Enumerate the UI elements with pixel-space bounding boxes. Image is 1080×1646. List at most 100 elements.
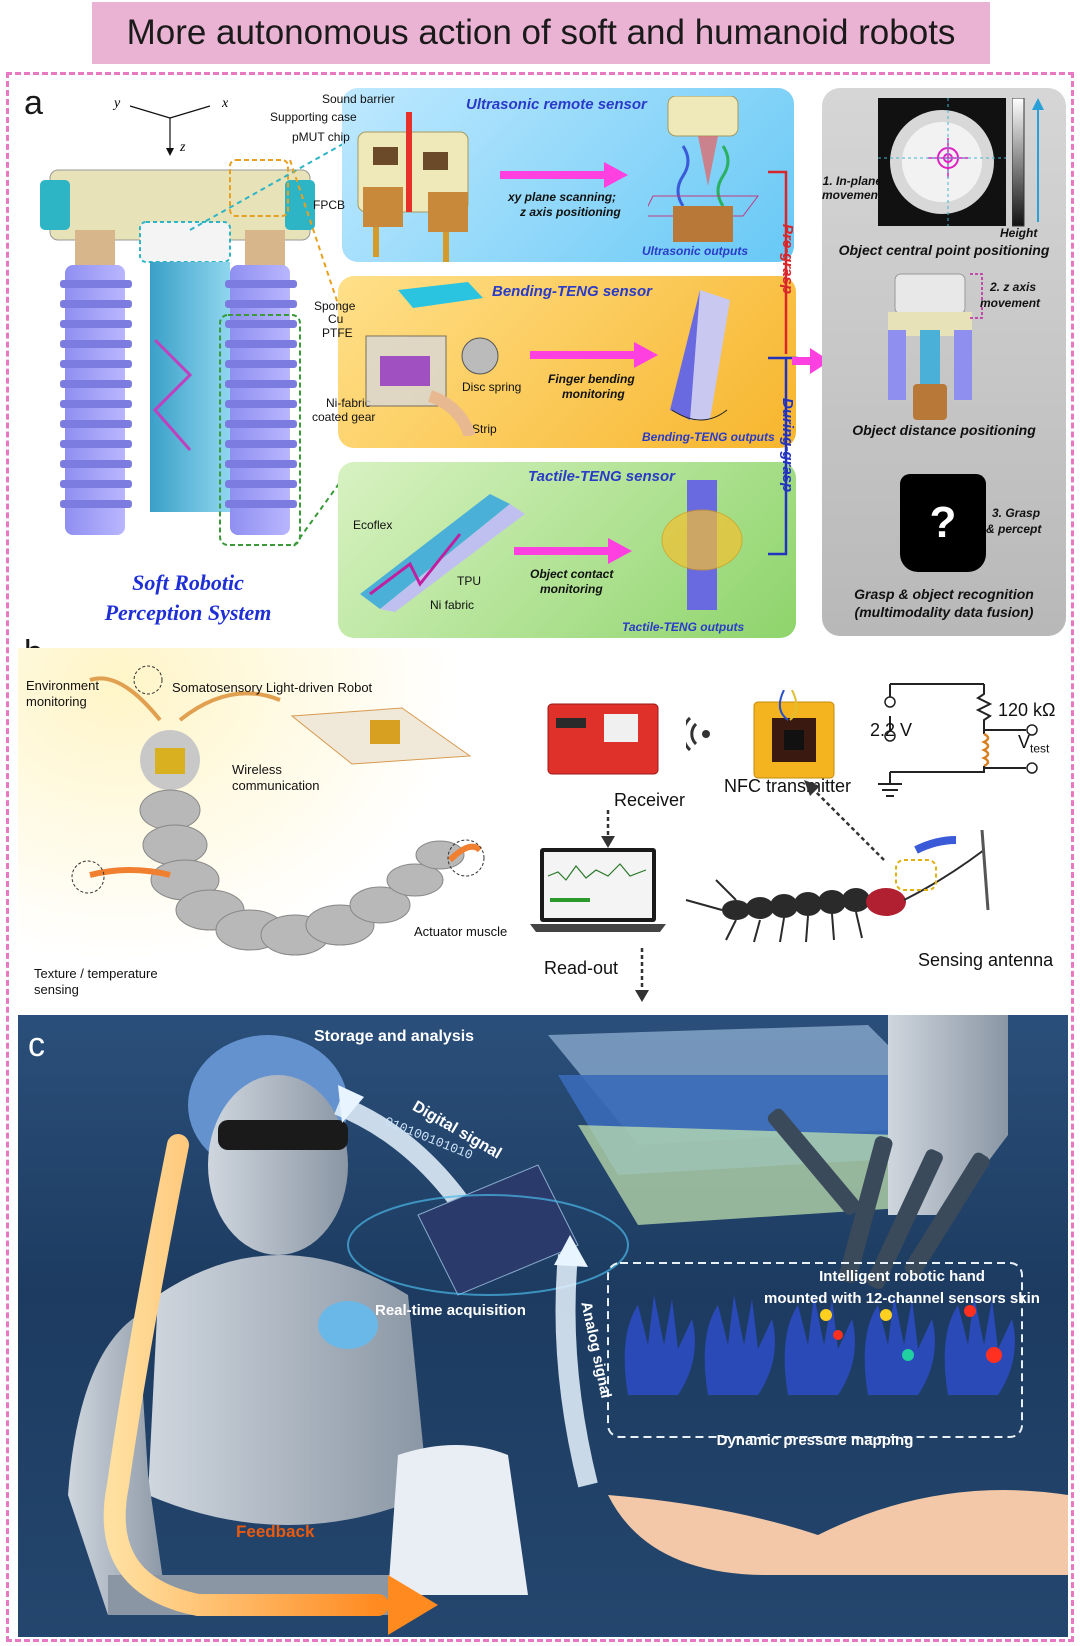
ultrasonic-outputs-label: Ultrasonic outputs bbox=[642, 244, 749, 258]
figure-title-banner: More autonomous action of soft and human… bbox=[92, 2, 990, 64]
ultrasonic-process-line1: xy plane scanning; bbox=[508, 190, 617, 204]
somatosensory-label: Somatosensory Light-driven Robot bbox=[172, 680, 373, 695]
bending-process-line2: monitoring bbox=[562, 387, 625, 401]
label-supporting-case: Supporting case bbox=[270, 110, 357, 124]
centipede-robot-illustration bbox=[71, 665, 485, 956]
step2-line2: movement bbox=[980, 296, 1041, 310]
label-strip: Strip bbox=[472, 422, 497, 436]
label-coated-gear: coated gear bbox=[312, 410, 376, 424]
readout-down-arrow bbox=[635, 948, 649, 1002]
question-mark: ? bbox=[929, 498, 957, 547]
during-grasp-label: During-grasp bbox=[779, 398, 796, 493]
tactile-title: Tactile-TENG sensor bbox=[528, 468, 675, 485]
storage-analysis-label: Storage and analysis bbox=[314, 1028, 475, 1045]
env-monitoring-line1: Environment bbox=[26, 678, 99, 693]
bending-finger-illustration bbox=[670, 290, 730, 421]
sponge-layer-illustration bbox=[398, 282, 483, 308]
callout-lines bbox=[189, 139, 351, 310]
label-sound-barrier: Sound barrier bbox=[322, 92, 395, 106]
resistor-label: 120 kΩ bbox=[998, 700, 1056, 720]
to-recognition-arrow bbox=[792, 348, 830, 374]
tactile-outputs-label: Tactile-TENG outputs bbox=[622, 620, 745, 634]
circuit-diagram bbox=[878, 683, 1038, 797]
caption-recognition-line1: Grasp & object recognition bbox=[854, 586, 1034, 602]
height-label: Height bbox=[1000, 226, 1038, 240]
tactile-callout-line bbox=[293, 473, 347, 547]
bending-process-line1: Finger bending bbox=[548, 372, 635, 386]
ultrasonic-process-arrow bbox=[500, 162, 628, 188]
axis-z-label: z bbox=[180, 140, 186, 155]
caption-central-point: Object central point positioning bbox=[838, 242, 1050, 258]
receiver-down-arrow bbox=[601, 810, 615, 848]
step3-line2: & percept bbox=[986, 522, 1042, 536]
laptop-readout-illustration bbox=[530, 848, 666, 932]
step2-line1: 2. z axis bbox=[990, 280, 1037, 294]
ultrasonic-title: Ultrasonic remote sensor bbox=[466, 96, 647, 113]
receiver-label: Receiver bbox=[614, 790, 686, 810]
pressure-mapping-label: Dynamic pressure mapping bbox=[716, 1432, 914, 1449]
vtest-main: V bbox=[1018, 732, 1031, 752]
tactile-process-line1: Object contact bbox=[530, 567, 614, 581]
robotic-hand-line1: Intelligent robotic hand bbox=[819, 1268, 985, 1285]
axis-x-label: x bbox=[222, 96, 229, 111]
axis-y-label: y bbox=[114, 96, 121, 111]
readout-label: Read-out bbox=[544, 958, 619, 978]
bending-title: Bending-TENG sensor bbox=[492, 283, 653, 300]
height-scale-bar bbox=[1012, 98, 1044, 227]
texture-line2: sensing bbox=[34, 982, 79, 997]
figure-title: More autonomous action of soft and human… bbox=[126, 13, 956, 52]
height-map-image bbox=[878, 98, 1006, 226]
sensing-antenna-label: Sensing antenna bbox=[918, 950, 1054, 970]
bending-process-arrow bbox=[530, 342, 658, 368]
transmitter-diag-arrow bbox=[804, 780, 885, 861]
step1-line2: movement bbox=[821, 188, 882, 202]
coordinate-axes bbox=[129, 105, 211, 156]
gripper-z-movement-illustration bbox=[888, 273, 972, 420]
label-cu: Cu bbox=[328, 312, 344, 326]
tactile-process-arrow bbox=[514, 538, 632, 564]
caption-distance: Object distance positioning bbox=[852, 422, 1036, 438]
label-pmut-chip: pMUT chip bbox=[292, 130, 350, 144]
label-ni-fabric-tactile: Ni fabric bbox=[430, 598, 475, 612]
feedback-label: Feedback bbox=[236, 1522, 315, 1541]
step1-line1: 1. In-plane bbox=[822, 174, 882, 188]
ultrasonic-process-line2: z axis positioning bbox=[520, 205, 621, 219]
actuator-muscle-label: Actuator muscle bbox=[414, 924, 508, 939]
soft-robot-gripper-illustration bbox=[40, 159, 315, 546]
receiver-board-illustration bbox=[547, 703, 659, 775]
ultrasonic-scanning-illustration bbox=[648, 96, 759, 242]
tactile-grasp-illustration bbox=[661, 480, 743, 610]
bending-device-illustration bbox=[365, 335, 499, 436]
tactile-process-line2: monitoring bbox=[540, 582, 603, 596]
robot-centipede-photo bbox=[685, 830, 990, 943]
label-ni-fabric: Ni-fabric bbox=[326, 396, 371, 410]
label-fpcb: FPCB bbox=[313, 198, 346, 212]
wireless-line1: Wireless bbox=[232, 762, 282, 777]
z-axis-bracket bbox=[970, 273, 983, 319]
bending-outputs-label: Bending-TENG outputs bbox=[642, 430, 775, 444]
centipede-robot-scene bbox=[18, 648, 518, 1008]
unknown-object-icon: ? bbox=[900, 474, 986, 572]
texture-line1: Texture / temperature bbox=[34, 966, 158, 981]
nfc-transmitter-label: NFC transmitter bbox=[724, 776, 852, 796]
figure-frame bbox=[6, 72, 1074, 1642]
step3-line1: 3. Grasp bbox=[992, 506, 1041, 520]
wireless-signal-icon bbox=[686, 716, 710, 752]
realtime-acquisition-label: Real-time acquisition bbox=[375, 1302, 526, 1319]
wireless-line2: communication bbox=[232, 778, 320, 793]
panel-c-letter: c bbox=[28, 1026, 45, 1064]
robotic-hand-line2: mounted with 12-channel sensors skin bbox=[764, 1290, 1040, 1307]
system-name-line1: Soft Robotic bbox=[132, 570, 244, 595]
caption-recognition-line2: (multimodality data fusion) bbox=[854, 604, 1034, 620]
panel-a-letter: a bbox=[24, 84, 43, 122]
label-disc-spring: Disc spring bbox=[462, 380, 522, 394]
vtest-label: Vtest bbox=[1018, 732, 1049, 756]
vtest-subscript: test bbox=[1030, 741, 1050, 756]
label-ecoflex: Ecoflex bbox=[353, 518, 393, 532]
label-ptfe: PTFE bbox=[322, 326, 353, 340]
tactile-layer-illustration bbox=[360, 494, 525, 612]
env-monitoring-line2: monitoring bbox=[26, 694, 87, 709]
voltage-label: 2.2 V bbox=[870, 720, 913, 740]
ultrasonic-device-illustration bbox=[357, 112, 469, 262]
system-name-line2: Perception System bbox=[104, 600, 272, 625]
